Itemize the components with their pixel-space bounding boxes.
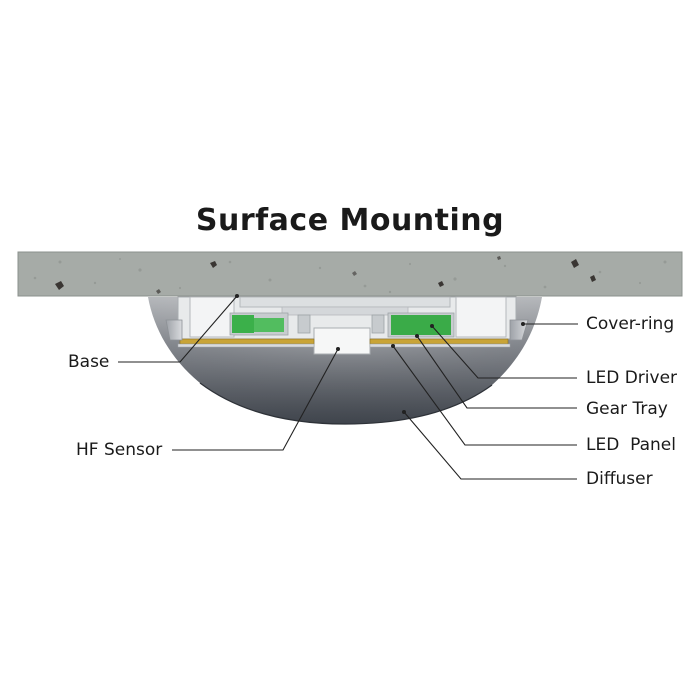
label-diffuser: Diffuser <box>586 469 653 489</box>
leader-line-hf-sensor <box>172 348 339 451</box>
leader-dots <box>235 294 525 414</box>
leader-line-gear-tray <box>416 335 577 409</box>
leader-lines <box>118 295 578 480</box>
diagram-title: Surface Mounting <box>195 203 505 238</box>
base-housing <box>177 296 517 340</box>
hf-sensor-module <box>313 327 371 355</box>
leader-line-base <box>118 295 238 363</box>
label-cover-ring: Cover-ring <box>586 314 675 334</box>
led-panel-strip <box>177 338 511 348</box>
leader-line-led-panel <box>392 345 577 446</box>
led-driver-board <box>229 312 455 338</box>
label-base: Base <box>68 352 110 372</box>
label-hf-sensor: HF Sensor <box>76 440 163 460</box>
label-gear-tray: Gear Tray <box>586 399 668 419</box>
leader-line-diffuser <box>403 411 577 480</box>
leader-line-led-driver <box>431 325 577 379</box>
label-led-panel: LED Panel <box>586 435 676 455</box>
label-led-driver: LED Driver <box>586 368 678 388</box>
ceiling-slab <box>17 251 683 297</box>
